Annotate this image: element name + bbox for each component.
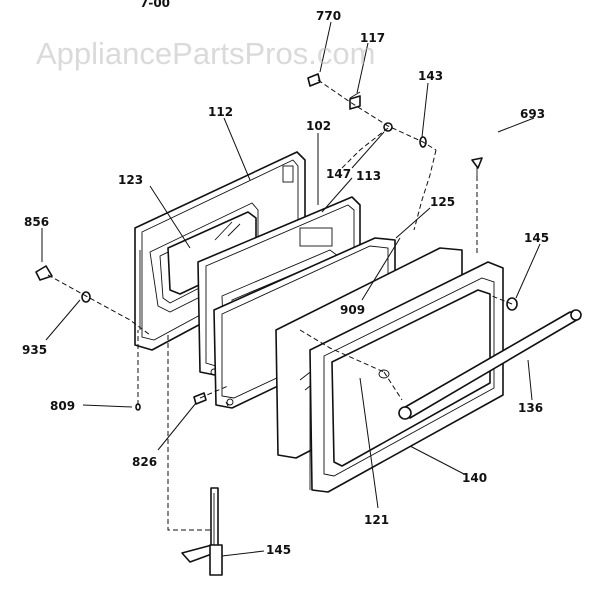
door-hinge [181,487,223,576]
callout-102: 102 [306,119,331,133]
callout-labels: 770 117 143 112 102 693 147 113 123 125 … [22,9,549,557]
callout-809: 809 [50,399,75,413]
bracket-117-part [349,95,361,110]
screw-693-part [471,157,483,169]
callout-112: 112 [208,105,233,119]
door-handle [398,309,582,420]
callout-856: 856 [24,215,49,229]
callout-909: 909 [340,303,365,317]
callout-693: 693 [520,107,545,121]
callout-136: 136 [518,401,543,415]
clip-770-part [307,73,321,87]
washer-145-part [506,297,518,311]
callout-113: 113 [356,169,381,183]
callout-935: 935 [22,343,47,357]
screw-826-part [193,392,207,405]
clip-856-part [35,265,53,281]
callout-140: 140 [462,471,487,485]
callout-770: 770 [316,9,341,23]
callout-123: 123 [118,173,143,187]
callout-826: 826 [132,455,157,469]
callout-147: 147 [326,167,351,181]
watermark: AppliancePartsPros.com [36,36,375,71]
header-fragment: 7-00 [140,0,170,10]
callout-145-bottom: 145 [266,543,291,557]
callout-125: 125 [430,195,455,209]
callout-121: 121 [364,513,389,527]
leader-lines [41,21,541,557]
assembly-guide-lines [47,79,513,531]
callout-145-top: 145 [524,231,549,245]
washer-935-part [81,291,91,303]
window-glass-121 [331,289,491,467]
callout-143: 143 [418,69,443,83]
callout-117: 117 [360,31,385,45]
